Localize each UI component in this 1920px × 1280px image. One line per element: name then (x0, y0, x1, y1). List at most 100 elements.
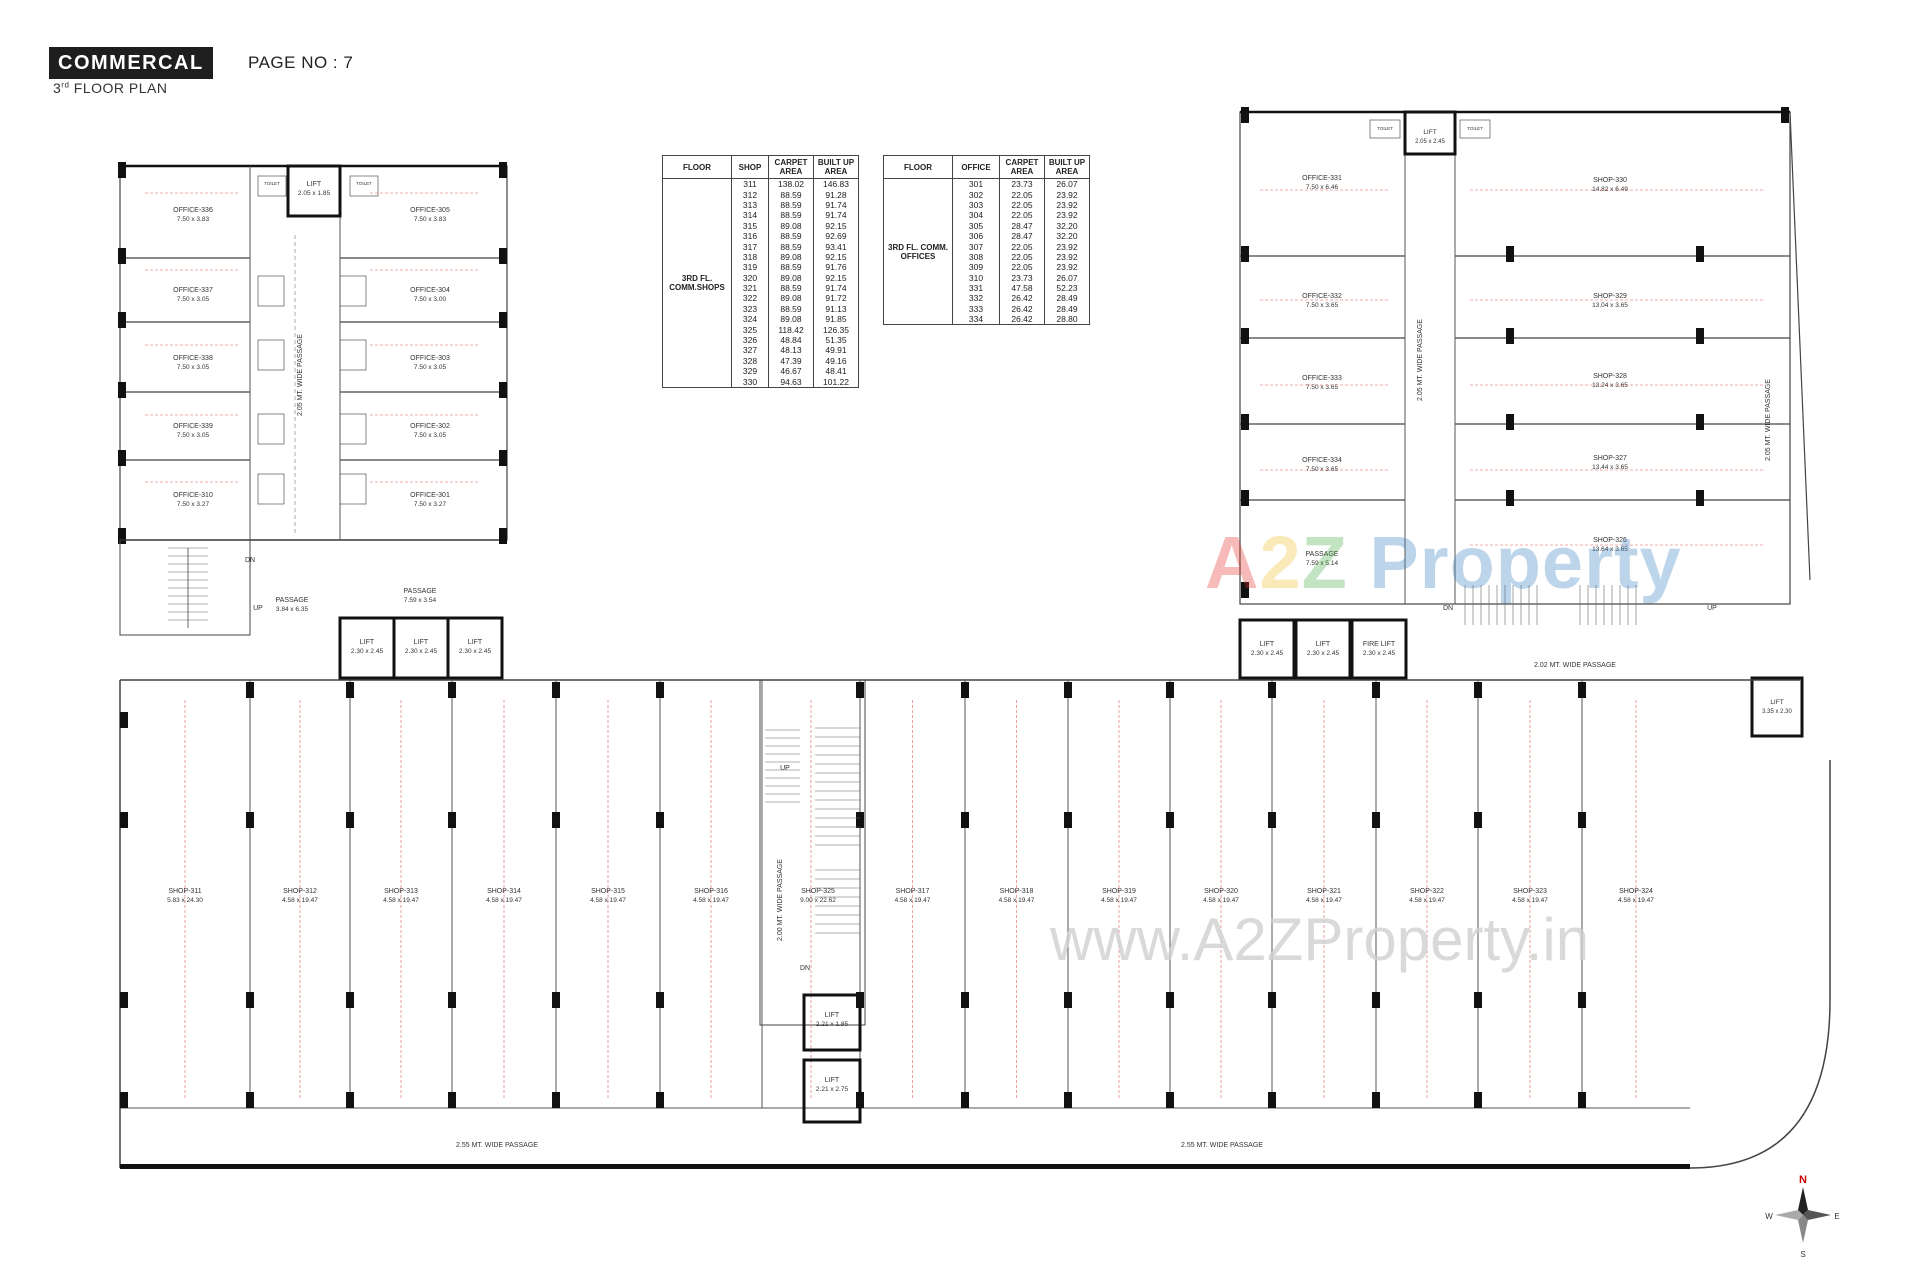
column (346, 682, 354, 698)
east-office-2-size: 7.50 x 3.65 (1306, 302, 1339, 309)
column (1064, 992, 1072, 1008)
floor-plan-title: 3rd FLOOR PLAN (53, 80, 168, 96)
bottom-shop-6-name: SHOP-316 (694, 888, 728, 895)
compass-n-label: N (1799, 1174, 1807, 1186)
builtup-area: 48.41 (813, 366, 859, 377)
bottom-shop-8-name: SHOP-318 (1000, 888, 1034, 895)
bottom-shop-12-size: 4.58 x 19.47 (1409, 897, 1445, 904)
toilet-box (349, 175, 379, 197)
lift-east-2-name: LIFT (1316, 641, 1331, 648)
stair-up-label: UP (253, 605, 263, 612)
column (448, 992, 456, 1008)
column (961, 682, 969, 698)
column (120, 712, 128, 728)
bottom-left-passage-label: 2.55 MT. WIDE PASSAGE (456, 1142, 538, 1149)
compass-s-label: S (1800, 1250, 1805, 1259)
west-office-7-size: 7.50 x 3.05 (177, 432, 210, 439)
bottom-shop-2-size: 4.58 x 19.47 (282, 897, 318, 904)
column (1578, 992, 1586, 1008)
east-shop-1-size: 14.82 x 6.49 (1592, 186, 1628, 193)
lift-west-2-name: LIFT (414, 639, 429, 646)
stair-dn-label: DN (245, 557, 255, 564)
east-block-diag-wall (1789, 111, 1811, 581)
column (118, 382, 126, 398)
center-passage-label: 2.00 MT. WIDE PASSAGE (777, 859, 784, 941)
column (961, 812, 969, 828)
bottom-shop-2-name: SHOP-312 (283, 888, 317, 895)
toilet-box (257, 275, 285, 307)
east-horizontal-passage-label: 2.02 MT. WIDE PASSAGE (1534, 662, 1616, 669)
bottom-shop-11-name: SHOP-321 (1307, 888, 1341, 895)
east-shop-3-name: SHOP-328 (1593, 373, 1627, 380)
west-office-1-size: 7.50 x 3.83 (177, 216, 210, 223)
col-builtup-area: BUILT UP AREA (813, 155, 859, 179)
lift-east-3-name: FIRE LIFT (1363, 641, 1396, 648)
bottom-shop-13-name: SHOP-323 (1513, 888, 1547, 895)
builtup-area: 32.20 (1044, 230, 1090, 242)
bottom-shop-4-size: 4.58 x 19.47 (486, 897, 522, 904)
builtup-area: 126.35 (813, 324, 859, 335)
column (656, 682, 664, 698)
east-passage-label: 2.05 MT. WIDE PASSAGE (1417, 319, 1424, 401)
col-carpet-area: CARPET AREA (768, 155, 814, 179)
lift-west-3-name: LIFT (468, 639, 483, 646)
east-shop-2-name: SHOP-329 (1593, 293, 1627, 300)
builtup-area: 51.35 (813, 334, 859, 346)
column (499, 162, 507, 178)
lift-shaft-west (286, 164, 342, 218)
bottom-shop-11-size: 4.58 x 19.47 (1306, 897, 1342, 904)
column (1506, 490, 1514, 506)
lift-west-3-size: 2.30 x 2.45 (459, 648, 492, 655)
column (346, 992, 354, 1008)
column (1696, 414, 1704, 430)
column (1474, 1092, 1482, 1108)
toilet-label: TOILET (356, 181, 372, 186)
toilet-box (339, 275, 367, 307)
builtup-area: 92.69 (813, 230, 859, 242)
toilet-box (1459, 119, 1491, 139)
column (552, 682, 560, 698)
bottom-shop-15-name: SHOP-325 (801, 888, 835, 895)
column (1696, 490, 1704, 506)
lift-shaft (802, 993, 862, 1052)
builtup-area: 23.92 (1044, 210, 1090, 221)
compass-needle-w (1775, 1210, 1803, 1220)
col-floor: FLOOR (662, 155, 732, 179)
offices-area-table: FLOOR OFFICE CARPET AREA BUILT UP AREA 3… (883, 155, 1090, 326)
url-watermark: www.A2ZProperty.in (1050, 906, 1590, 973)
column (1241, 414, 1249, 430)
lift-shaft (1350, 618, 1408, 680)
builtup-area: 32.20 (1044, 220, 1090, 231)
west-office-9-size: 7.50 x 3.27 (177, 501, 210, 508)
column (1696, 246, 1704, 262)
column (1241, 490, 1249, 506)
compass-needle-e (1803, 1210, 1831, 1220)
east-shop-5-size: 13.64 x 3.65 (1592, 546, 1628, 553)
bottom-shop-1-size: 5.83 x 24.30 (167, 897, 203, 904)
shops-area-table: FLOOR SHOP CARPET AREA BUILT UP AREA 3RD… (662, 155, 859, 388)
east-office-3-size: 7.50 x 3.65 (1306, 384, 1339, 391)
builtup-area: 23.92 (1044, 251, 1090, 263)
builtup-area: 23.92 (1044, 262, 1090, 273)
west-office-10-name: OFFICE-301 (410, 492, 450, 499)
lift-corner-name: LIFT (1770, 699, 1783, 706)
toilet-box (257, 473, 285, 505)
west-office-6-name: OFFICE-303 (410, 355, 450, 362)
floor-label: 3RD FL. COMM.SHOPS (662, 178, 732, 388)
lift-east-3-size: 2.30 x 2.45 (1363, 650, 1396, 657)
column (1166, 812, 1174, 828)
column (1241, 246, 1249, 262)
col-carpet-area: CARPET AREA (999, 155, 1045, 179)
